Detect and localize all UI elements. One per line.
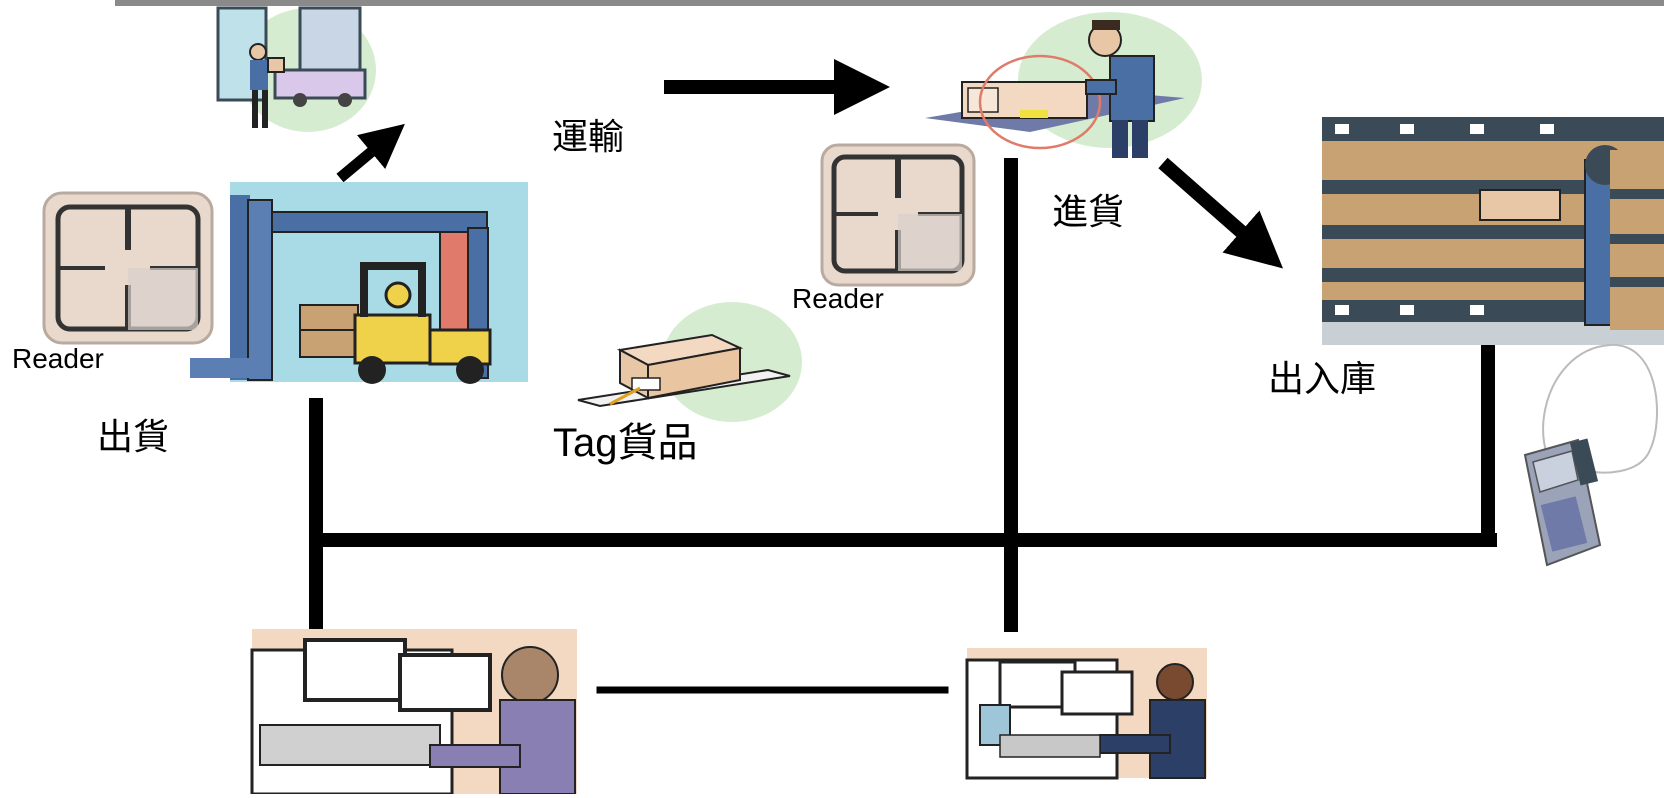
label-reader-mid: Reader [792,283,884,314]
tagged-box-icon [577,302,802,422]
label-reader-left: Reader [12,343,104,374]
label-shipping: 出貨 [97,417,170,458]
office-workstation-icon-2 [965,648,1207,780]
receiving-worker-icon [925,12,1202,158]
arrow-to-truck [336,123,405,183]
office-workstation-icon [250,629,577,796]
flow-arrows [336,59,1284,269]
top-bar [115,0,1664,6]
label-tag-goods: Tag貨品 [553,421,698,465]
label-receiving: 進貨 [1052,192,1125,233]
label-warehouse: 出入庫 [1268,359,1377,400]
label-transport: 運輸 [552,117,625,158]
warehouse-shelves-icon [1322,117,1664,345]
network-lines [309,158,1497,694]
arrow-to-warehouse [1158,157,1284,269]
rfid-reader-icon [42,191,214,345]
forklift-icon [190,182,528,384]
truck-loading-icon [216,6,376,132]
handheld-scanner-icon [1523,343,1658,567]
rfid-reader-icon-mid [820,143,976,287]
